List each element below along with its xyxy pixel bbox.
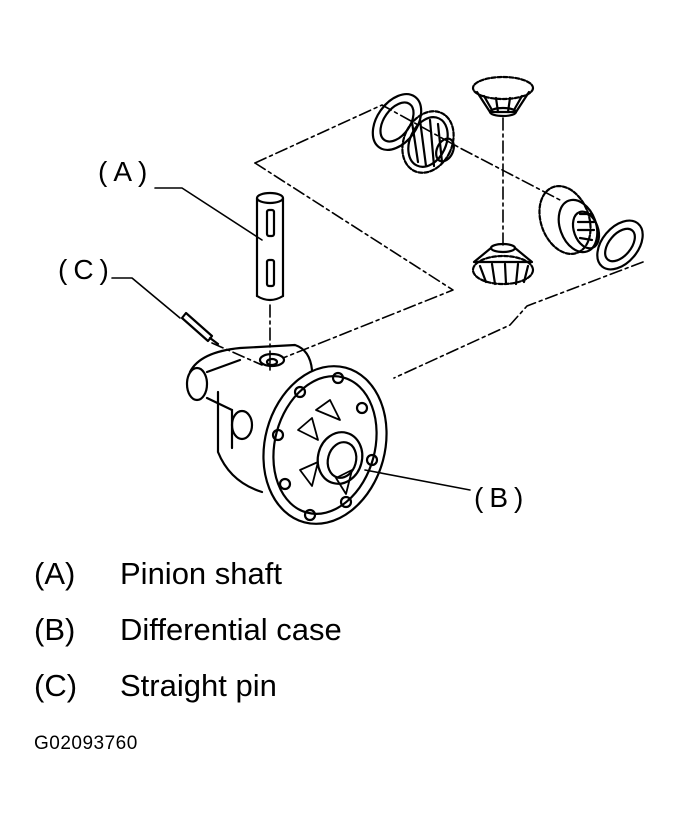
differential-case [185,343,388,525]
legend-row-c: (C) Straight pin [34,668,654,724]
side-gear-right [538,185,601,255]
thrust-washer-right [596,219,644,271]
legend: (A) Pinion shaft (B) Differential case (… [34,556,654,724]
callout-b: (B) [474,482,530,513]
straight-pin [180,311,220,346]
pinion-gear-top [471,75,535,118]
legend-row-b: (B) Differential case [34,612,654,668]
legend-key: (C) [34,668,78,703]
pinion-shaft [255,191,285,302]
pinion-gear-bottom [471,242,535,286]
figure-code: G02093760 [34,733,138,754]
legend-label: Differential case [120,612,342,647]
legend-key: (B) [34,612,76,647]
legend-key: (A) [34,556,76,591]
legend-label: Pinion shaft [120,556,282,591]
exploded-differential-diagram [111,75,644,525]
legend-row-a: (A) Pinion shaft [34,556,654,612]
leader-lines [111,187,471,491]
side-gear-left [401,110,455,174]
callout-c: (C) [58,254,115,285]
callout-a: (A) [98,156,154,187]
legend-label: Straight pin [120,668,277,703]
